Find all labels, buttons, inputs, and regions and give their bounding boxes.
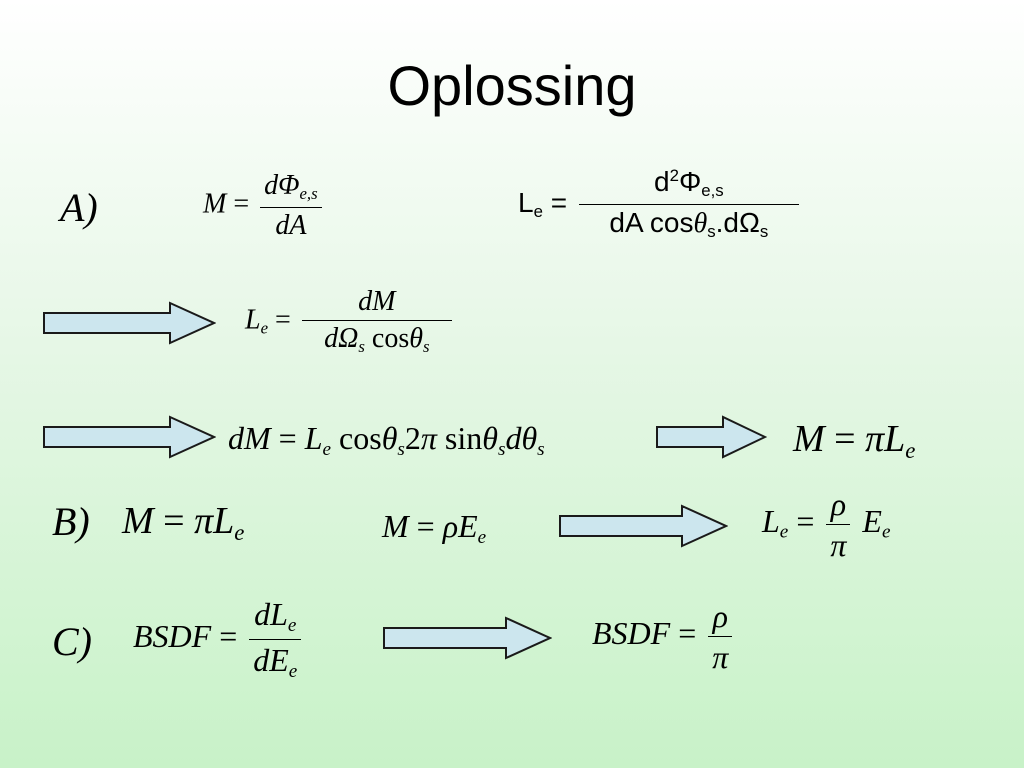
formula-a4-cos: cos [339,420,382,456]
formula-a4-pi: π [420,420,437,456]
formula-c1-num-sub: e [287,614,297,636]
formula-a4-theta3: θ [521,420,538,456]
slide-title: Oplossing [387,54,637,117]
formula-a3-eq: = [275,304,291,336]
formula-a3-lhs: L [245,304,261,336]
formula-a2-frac: d2Φe,s dA cosθs.dΩs [578,166,799,241]
formula-a2-den-sub: s [759,221,769,241]
formula-a3-den-cos: cos [371,323,410,354]
formula-a2-den-theta: θ [693,207,708,239]
formula-a5-pi: π [865,418,885,460]
formula-a4-theta1: θ [381,420,398,456]
formula-a2-den-a: dA [609,206,643,238]
formula-b3-rhs-sub: e [881,521,891,543]
arrow-1 [42,301,216,345]
formula-a4-sin: sin [444,420,483,456]
formula-a2: Le = d2Φe,s dA cosθs.dΩs [518,166,803,241]
formula-c1-num: dL [254,596,288,632]
formula-a5-lhs: M [793,418,825,460]
formula-a1-lhs: M [203,188,227,220]
formula-a3: Le = dM dΩs cosθs [245,288,456,356]
formula-b3-frac: ρ π [826,488,851,563]
label-c: C) [52,619,92,664]
formula-a2-eq: = [550,186,568,218]
formula-a4-theta2-sub: s [497,438,506,460]
formula-b3-eq: = [796,502,815,539]
formula-b2-eq: = [416,508,435,544]
formula-c2-num: ρ [708,600,733,637]
formula-b2-rhs-sub: e [477,526,487,548]
formula-a2-den-cos: cos [649,206,694,238]
arrow-4 [558,504,728,548]
formula-b2-rho: ρ [442,508,459,544]
formula-a3-frac: dM dΩs cosθs [301,288,452,357]
formula-a3-den-a-sub: s [358,337,365,357]
formula-a3-den-theta: θ [409,323,423,354]
formula-b3-den: π [830,527,847,563]
formula-b1-eq: = [163,500,185,542]
formula-a1-num: dΦ [264,170,300,201]
formula-a4-two: 2 [404,420,421,456]
formula-b1-pi: π [194,500,214,542]
formula-a1-frac: dΦe,s dA [260,172,322,240]
formula-b3-num: ρ [826,488,851,525]
formula-c1-frac: dLe dEe [249,596,302,682]
formula-b2: M = ρEe [382,510,486,547]
formula-b1-lhs: M [122,500,154,542]
formula-a1-eq: = [233,188,250,220]
formula-a5-eq: = [834,418,856,460]
formula-a2-num: d [654,166,670,198]
formula-a4-theta2: θ [482,420,498,456]
formula-a2-num-sup: 2 [669,166,679,185]
formula-b3-rhs: E [862,502,882,539]
formula-a1-num-sub: e,s [299,184,318,204]
formula-b1: M = πLe [122,502,244,545]
formula-a3-den-a: dΩ [324,323,359,354]
formula-b2-lhs: M [382,508,409,544]
formula-a2-den-theta-sub: s [707,221,716,241]
formula-a2-den-dot: .dΩ [715,206,760,238]
arrow-5 [382,616,552,660]
formula-a3-den-theta-sub: s [423,337,430,357]
formula-b3-lhs: L [762,502,780,539]
formula-c1-eq: = [219,617,238,654]
formula-c1-lhs: BSDF [133,617,212,654]
formula-a2-num-phi: Φ [678,166,702,198]
formula-c2: BSDF = ρ π [592,600,736,673]
formula-a5-rhs-sub: e [905,437,916,463]
formula-a4-theta3-sub: s [537,438,545,460]
formula-c2-frac: ρ π [708,600,733,675]
formula-c2-den: π [712,639,729,675]
formula-a4-p2-sub: e [322,438,332,460]
formula-c1-den-sub: e [288,660,298,682]
formula-a4-d: d [505,420,522,456]
formula-a3-lhs-sub: e [260,318,269,338]
formula-a2-lhs: L [518,186,534,218]
formula-a1-den: dA [275,209,307,241]
formula-a4-eq: = [278,420,297,456]
formula-b3: Le = ρ π Ee [762,488,890,561]
formula-a5: M = πLe [793,420,915,463]
formula-a1: M = dΦe,s dA [203,172,326,240]
arrow-2 [42,415,216,459]
formula-c2-lhs: BSDF [592,614,671,651]
formula-a5-rhs: L [884,418,906,460]
arrow-3 [655,415,767,459]
label-b: B) [52,499,90,544]
label-a: A) [60,185,98,230]
formula-b2-rhs: E [458,508,478,544]
formula-a4-p2: L [304,420,323,456]
formula-c1-den: dE [253,641,289,678]
formula-a4: dM = Le cosθs2π sinθsdθs [228,422,545,459]
formula-b3-lhs-sub: e [779,521,789,543]
formula-a4-theta1-sub: s [397,438,405,460]
formula-b1-rhs: L [213,500,235,542]
formula-a4-p1: dM [228,420,271,456]
formula-a2-lhs-sub: e [533,201,543,221]
formula-c2-eq: = [678,614,697,651]
formula-a3-num: dM [301,288,452,321]
formula-a2-num-sub: e,s [701,181,724,201]
formula-c1: BSDF = dLe dEe [133,598,305,681]
formula-b1-rhs-sub: e [234,519,245,545]
